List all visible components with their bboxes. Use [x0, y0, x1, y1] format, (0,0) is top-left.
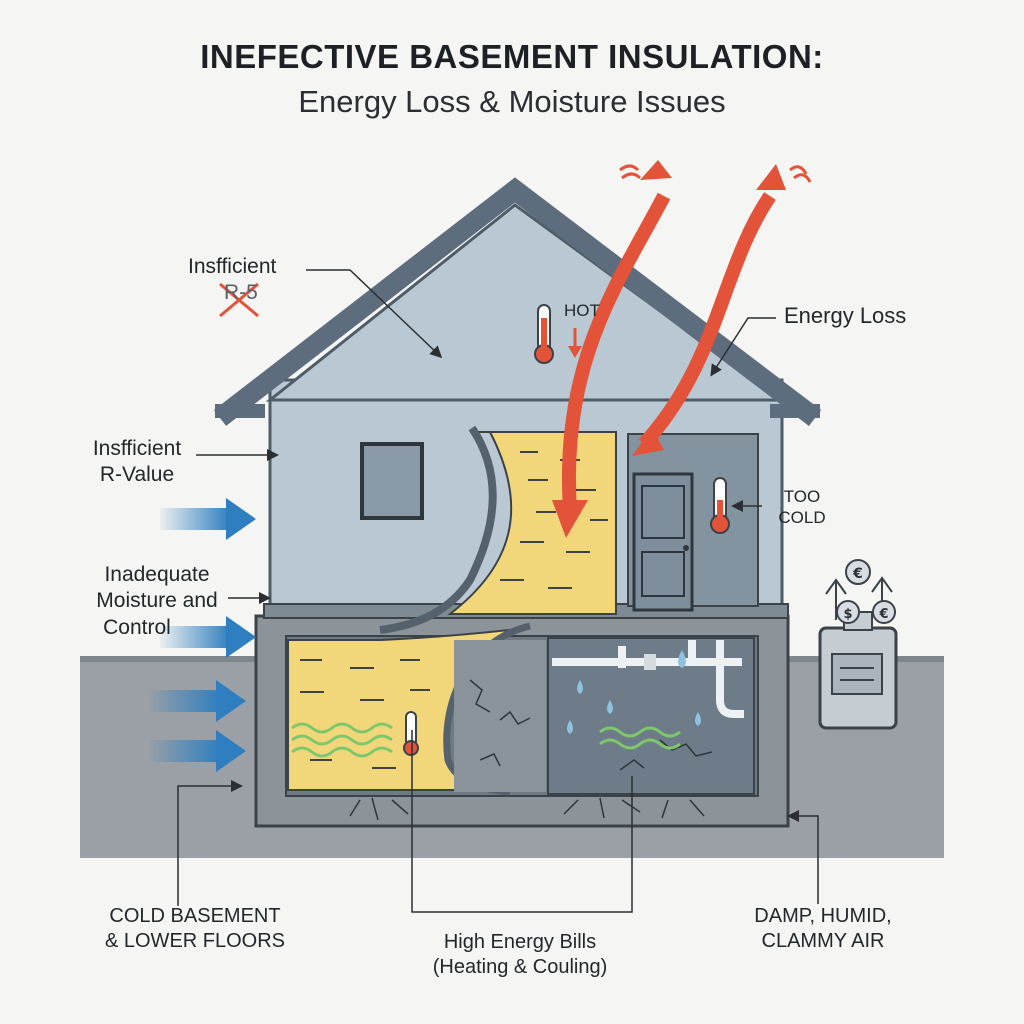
moisture-waves-right	[599, 726, 681, 750]
ground-cracks	[349, 797, 705, 821]
too-cold-line2: COLD	[778, 508, 826, 528]
too-cold-label: TOO COLD	[772, 486, 832, 529]
wall-insufficient-line1: Insfficient	[92, 437, 182, 460]
moisture-control-label: Inadequate Moisture and Control	[82, 562, 232, 641]
heat-arrow-down-head	[552, 500, 588, 538]
gutter-right	[770, 404, 820, 418]
gutter-left	[215, 404, 265, 418]
cold-basement-line1: COLD BASEMENT	[109, 905, 281, 927]
moisture-line1: Inadequate	[104, 563, 210, 586]
bills-line1: High Energy Bills	[443, 931, 597, 953]
heat-arrow-down	[561, 192, 671, 511]
torn-wall-edge	[379, 425, 497, 634]
roof-insufficient-line2: R-5	[224, 281, 258, 305]
heat-arrow-up-head-2	[756, 164, 786, 190]
insulation-upper-strokes	[500, 451, 608, 589]
pipe-joint	[644, 654, 656, 670]
cracked-wall	[454, 640, 546, 792]
heat-arrow-up-head-1	[640, 160, 672, 180]
coin-euro-top	[845, 559, 871, 585]
roof	[213, 177, 822, 426]
moisture-line3: Control	[103, 615, 171, 639]
roof-insufficient-line1: Insfficient	[188, 255, 277, 278]
house-gable	[265, 203, 787, 402]
damp-line2: CLAMMY AIR	[761, 930, 885, 952]
wall-insufficient-line2: R-Value	[99, 463, 175, 487]
moisture-waves-left	[291, 722, 393, 758]
bills-line2: (Heating & Couling)	[432, 956, 608, 978]
cross-out-x	[219, 282, 259, 318]
door-knob	[683, 545, 689, 551]
thermometer-hot	[534, 304, 554, 364]
thermometer-basement	[403, 711, 419, 756]
door-panel-bottom	[641, 551, 685, 597]
leader-lines	[177, 269, 819, 906]
diagram-title: INEFECTIVE BASEMENT INSULATION:	[200, 38, 824, 75]
diagram-subtitle: Energy Loss & Moisture Issues	[298, 84, 726, 119]
energy-loss-label: Energy Loss	[784, 303, 907, 328]
too-cold-line1: TOO	[783, 487, 821, 506]
coin-euro-right	[872, 600, 896, 624]
damp-air-label: DAMP, HUMID, CLAMMY AIR	[738, 904, 908, 954]
cold-basement-line2: & LOWER FLOORS	[104, 930, 286, 952]
moisture-line2: Moisture and	[96, 589, 218, 613]
coin-dollar	[836, 600, 860, 624]
wall-insufficient-label: Insfficient R-Value	[72, 436, 202, 489]
insulation-basement-strokes	[300, 659, 430, 769]
bills-bracket	[411, 730, 633, 913]
heat-wave-marks	[619, 164, 812, 183]
coin-dollar-glyph: $	[843, 607, 852, 622]
damp-line1: DAMP, HUMID,	[754, 905, 892, 927]
coin-euro-right-glyph: €	[878, 607, 888, 622]
energy-meter	[818, 611, 898, 730]
heat-arrow-left-head	[632, 428, 664, 456]
roof-insufficient-label: Insfficient R-5	[188, 254, 276, 307]
door	[632, 472, 694, 612]
water-drops	[567, 650, 701, 734]
hot-label: HOT	[564, 301, 600, 320]
coin-euro-top-glyph: €	[852, 566, 863, 582]
door-panel-top	[641, 485, 685, 539]
window	[360, 442, 424, 520]
cold-basement-label: COLD BASEMENT & LOWER FLOORS	[100, 904, 290, 954]
cold-arrows	[150, 498, 256, 772]
heat-arrow-up	[638, 192, 776, 449]
energy-bills-label: High Energy Bills (Heating & Couling)	[410, 930, 630, 980]
thermometer-cold	[710, 477, 730, 534]
